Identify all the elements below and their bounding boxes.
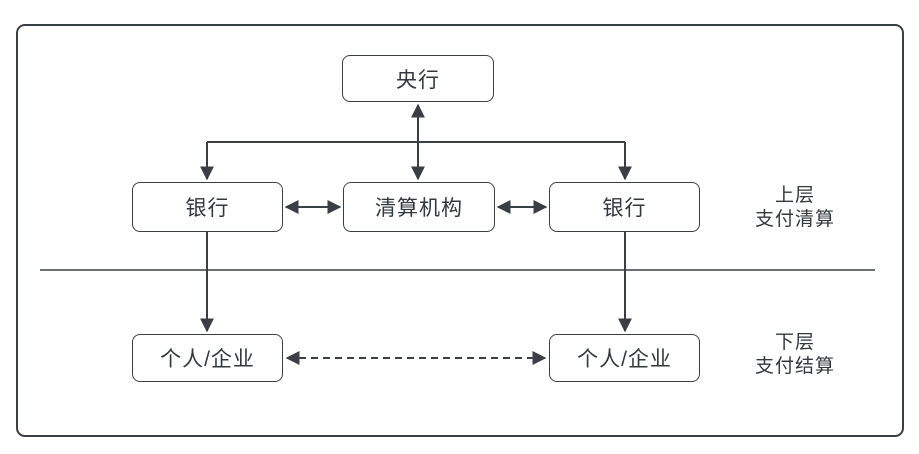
label-upper-layer: 上层 支付清算 <box>715 184 875 232</box>
label-lower-layer-line2: 支付结算 <box>754 355 835 377</box>
node-central-bank-label: 央行 <box>396 68 440 92</box>
node-bank-right: 银行 <box>549 182 700 232</box>
label-upper-layer-line2: 支付清算 <box>754 208 835 230</box>
label-upper-layer-line1: 上层 <box>774 185 815 206</box>
node-bank-left: 银行 <box>132 182 283 232</box>
node-bank-right-label: 银行 <box>602 197 647 220</box>
node-customer-left: 个人/企业 <box>132 334 283 382</box>
node-central-bank: 央行 <box>342 55 494 102</box>
node-customer-right: 个人/企业 <box>549 334 700 382</box>
node-bank-left-label: 银行 <box>185 197 230 220</box>
label-lower-layer-line1: 下层 <box>774 332 815 353</box>
label-lower-layer: 下层 支付结算 <box>715 331 875 379</box>
node-customer-left-label: 个人/企业 <box>160 348 255 371</box>
node-clearing-org-label: 清算机构 <box>375 197 463 220</box>
node-customer-right-label: 个人/企业 <box>577 348 672 371</box>
node-clearing-org: 清算机构 <box>343 182 495 232</box>
outer-frame <box>16 24 904 437</box>
